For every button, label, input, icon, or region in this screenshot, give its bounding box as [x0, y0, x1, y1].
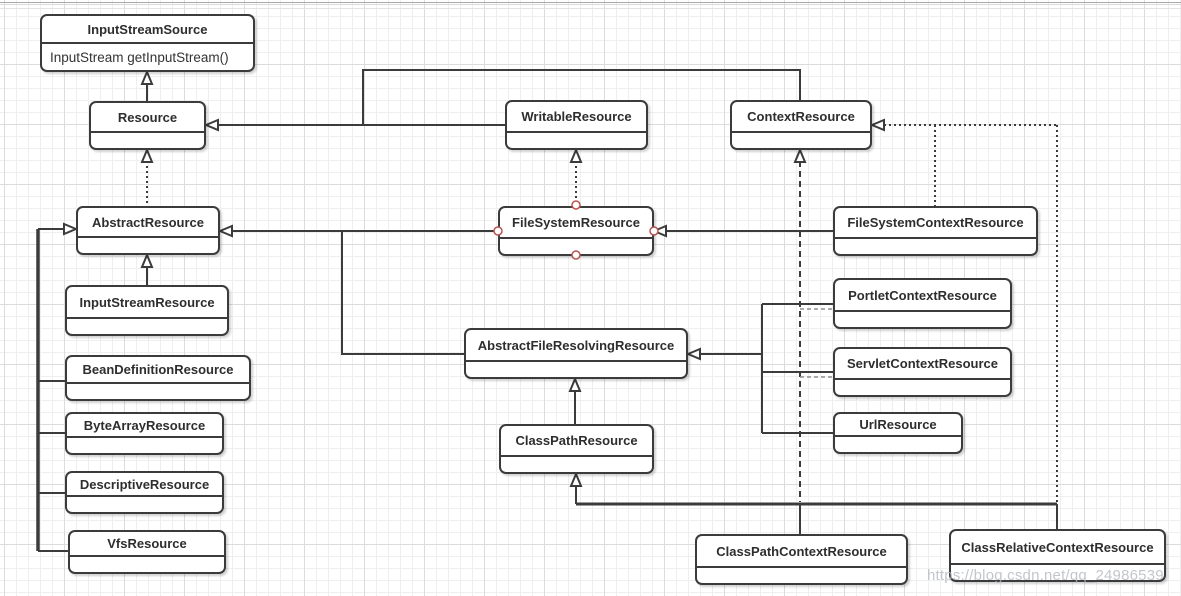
class-box-classrelativecontextresource[interactable]: ClassRelativeContextResource — [949, 529, 1166, 582]
top-divider-light — [0, 8, 1181, 9]
class-box-inputstreamsource[interactable]: InputStreamSource InputStream getInputSt… — [40, 14, 255, 72]
class-title: FileSystemResource — [500, 208, 652, 239]
class-empty-compartment — [466, 362, 686, 377]
class-box-classpathresource[interactable]: ClassPathResource — [499, 424, 654, 474]
class-title: WritableResource — [507, 102, 646, 133]
class-empty-compartment — [67, 384, 249, 399]
class-title: AbstractFileResolvingResource — [466, 330, 686, 362]
class-empty-compartment — [67, 497, 222, 512]
class-empty-compartment — [70, 557, 224, 572]
class-title: DescriptiveResource — [67, 473, 222, 497]
class-title: ServletContextResource — [835, 349, 1010, 380]
class-title: ByteArrayResource — [67, 414, 222, 438]
class-box-resource[interactable]: Resource — [89, 101, 206, 150]
top-divider — [0, 2, 1181, 3]
watermark: https://blog.csdn.net/qq_24986539 — [927, 567, 1164, 584]
class-empty-compartment — [835, 239, 1036, 254]
class-title: ClassPathResource — [501, 426, 652, 457]
class-title: ContextResource — [732, 102, 870, 133]
class-title: InputStreamSource — [42, 16, 253, 44]
class-empty-compartment — [507, 133, 646, 148]
class-title: Resource — [91, 103, 204, 133]
class-box-writableresource[interactable]: WritableResource — [505, 100, 648, 150]
class-title: ClassRelativeContextResource — [951, 531, 1164, 565]
class-title: UrlResource — [835, 414, 961, 437]
class-empty-compartment — [732, 133, 870, 148]
class-box-filesystemresource[interactable]: FileSystemResource — [498, 206, 654, 256]
class-empty-compartment — [501, 457, 652, 472]
class-empty-compartment — [78, 238, 218, 253]
class-empty-compartment — [835, 380, 1010, 395]
class-title: VfsResource — [70, 532, 224, 557]
class-box-contextresource[interactable]: ContextResource — [730, 100, 872, 150]
class-box-servletcontextresource[interactable]: ServletContextResource — [833, 347, 1012, 397]
class-box-abstractresource[interactable]: AbstractResource — [76, 206, 220, 255]
class-title: PortletContextResource — [835, 280, 1010, 312]
class-empty-compartment — [67, 438, 222, 453]
class-box-filesystemcontextresource[interactable]: FileSystemContextResource — [833, 206, 1038, 256]
class-box-urlresource[interactable]: UrlResource — [833, 412, 963, 454]
class-box-vfsresource[interactable]: VfsResource — [68, 530, 226, 574]
class-empty-compartment — [697, 568, 906, 583]
class-box-inputstreamresource[interactable]: InputStreamResource — [65, 285, 229, 336]
class-title: AbstractResource — [78, 208, 218, 238]
class-empty-compartment — [835, 312, 1010, 327]
class-empty-compartment — [835, 437, 961, 452]
class-method: InputStream getInputStream() — [50, 49, 229, 65]
dashed-stubs — [800, 308, 833, 378]
class-box-beandefinitionresource[interactable]: BeanDefinitionResource — [65, 355, 251, 401]
class-empty-compartment — [91, 133, 204, 148]
class-empty-compartment — [500, 239, 652, 254]
class-box-portletcontextresource[interactable]: PortletContextResource — [833, 278, 1012, 329]
class-title: FileSystemContextResource — [835, 208, 1036, 239]
class-title: BeanDefinitionResource — [67, 357, 249, 384]
class-empty-compartment — [67, 319, 227, 334]
class-box-abstractfileresolvingresource[interactable]: AbstractFileResolvingResource — [464, 328, 688, 379]
class-title: InputStreamResource — [67, 287, 227, 319]
class-box-descriptiveresource[interactable]: DescriptiveResource — [65, 471, 224, 514]
class-title: ClassPathContextResource — [697, 536, 906, 568]
class-box-classpathcontextresource[interactable]: ClassPathContextResource — [695, 534, 908, 585]
class-box-bytearrayresource[interactable]: ByteArrayResource — [65, 412, 224, 455]
